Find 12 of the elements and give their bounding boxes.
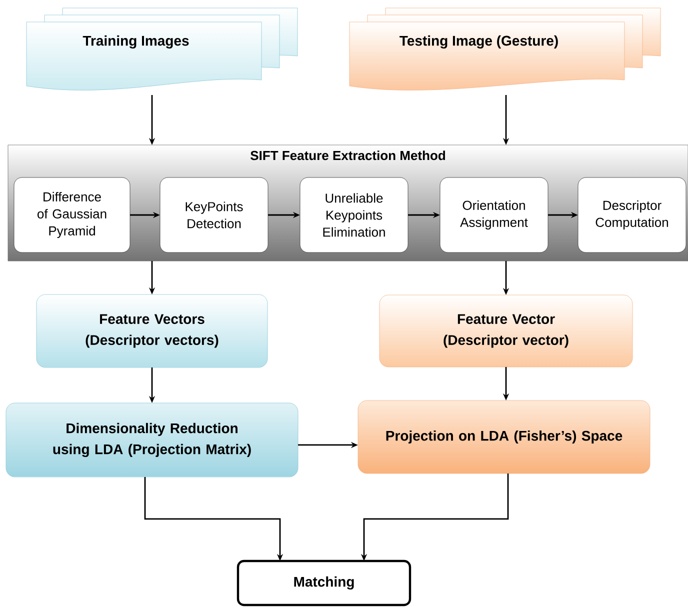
process-box: Feature Vector (Descriptor vector) (379, 294, 633, 368)
document-stack: Testing Image (Gesture) (349, 8, 661, 90)
process-box: Feature Vectors (Descriptor vectors) (36, 294, 268, 368)
process-box: Projection on LDA (Fisher’s) Space (358, 400, 650, 474)
process-box: KeyPoints Detection (160, 177, 268, 253)
process-box: Dimensionality Reduction using LDA (Projection Matrix) (6, 402, 298, 478)
process-box: Matching (236, 560, 412, 606)
process-box: Orientation Assignment (440, 177, 548, 253)
document-stack: Training Images (26, 8, 298, 90)
process-box: Difference of Gaussian Pyramid (14, 177, 130, 253)
process-box: Descriptor Computation (578, 177, 686, 253)
process-box: Unreliable Keypoints Elimination (300, 177, 408, 253)
